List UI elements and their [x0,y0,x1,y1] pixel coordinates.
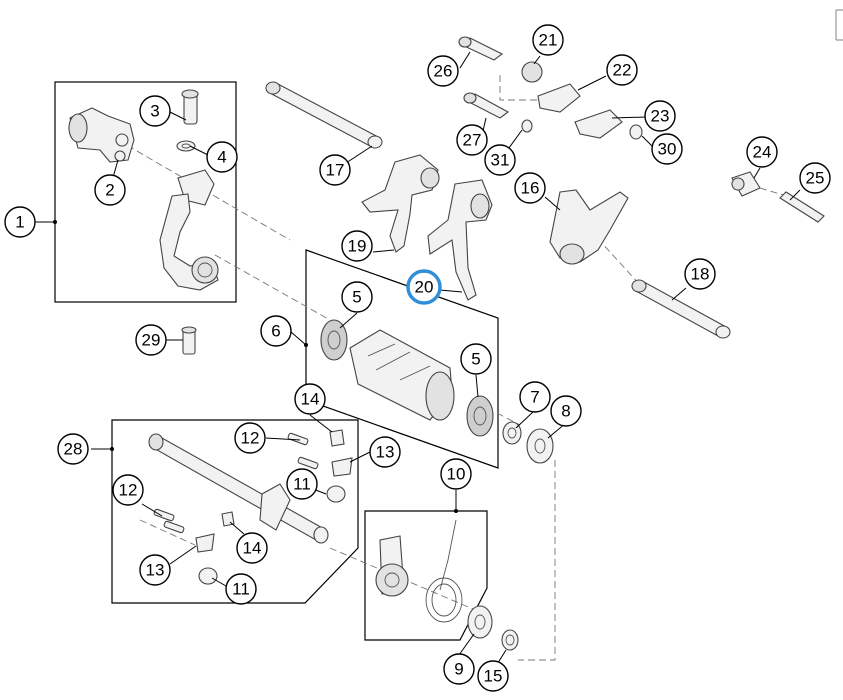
svg-text:3: 3 [150,102,159,121]
part-label-7[interactable]: 7 [519,381,551,413]
part-label-17[interactable]: 17 [319,154,351,186]
shift-drum-6 [320,319,494,437]
shift-fork-20 [427,179,493,301]
part-label-13-upper[interactable]: 13 [369,436,401,468]
svg-text:13: 13 [376,443,395,462]
svg-text:11: 11 [232,580,250,599]
svg-text:12: 12 [119,481,138,500]
part-label-28[interactable]: 28 [57,433,89,465]
svg-text:15: 15 [484,667,503,686]
part-label-25[interactable]: 25 [799,162,831,194]
svg-text:30: 30 [658,140,677,159]
svg-text:19: 19 [348,237,367,256]
svg-text:20: 20 [415,278,434,297]
part-label-2[interactable]: 2 [94,174,126,206]
part-label-11-upper[interactable]: 11 [286,468,318,500]
svg-text:29: 29 [142,331,161,350]
part-label-6[interactable]: 6 [260,315,292,347]
part-label-27[interactable]: 27 [456,124,488,156]
svg-text:14: 14 [301,390,320,409]
svg-text:8: 8 [561,402,570,421]
part-label-8[interactable]: 8 [550,395,582,427]
shift-rod-18 [631,279,731,339]
part-label-13-lower[interactable]: 13 [139,554,171,586]
part-label-18[interactable]: 18 [684,258,716,290]
svg-text:21: 21 [539,31,558,50]
shift-pedal-assembly [68,89,219,291]
svg-text:23: 23 [651,107,670,126]
part-label-16[interactable]: 16 [514,172,546,204]
svg-text:17: 17 [326,161,345,180]
upper-small-parts [458,36,643,140]
svg-text:2: 2 [105,181,114,200]
leader-lines [35,51,801,667]
svg-text:27: 27 [463,131,482,150]
shift-rod-17 [265,81,383,149]
part-label-20[interactable]: 20 [406,269,442,305]
part-label-19[interactable]: 19 [341,230,373,262]
svg-text:11: 11 [293,475,311,494]
svg-text:13: 13 [146,561,165,580]
part-label-15[interactable]: 15 [477,660,509,692]
svg-text:24: 24 [753,143,772,162]
part-label-21[interactable]: 21 [532,24,564,56]
svg-text:6: 6 [271,322,280,341]
part-label-4[interactable]: 4 [206,141,238,173]
svg-text:14: 14 [243,539,262,558]
part-label-12-upper[interactable]: 12 [234,422,266,454]
part-label-14-upper[interactable]: 14 [294,383,326,415]
svg-text:1: 1 [15,213,24,232]
svg-text:18: 18 [691,265,710,284]
shift-shaft-assembly [148,429,353,585]
svg-text:7: 7 [530,388,539,407]
svg-text:31: 31 [491,151,510,170]
part-label-22[interactable]: 22 [606,54,638,86]
shift-fork-19 [361,154,440,253]
part-label-5-upper[interactable]: 5 [341,281,373,313]
part-label-24[interactable]: 24 [746,136,778,168]
svg-text:28: 28 [64,440,83,459]
part-label-14-lower[interactable]: 14 [236,532,268,564]
svg-text:5: 5 [352,288,361,307]
part-label-23[interactable]: 23 [644,100,676,132]
svg-text:26: 26 [434,62,453,81]
washers-7-8 [502,421,554,464]
svg-text:5: 5 [471,350,480,369]
svg-text:10: 10 [447,465,466,484]
svg-text:22: 22 [613,61,632,80]
svg-text:4: 4 [217,148,226,167]
bolt-29 [181,326,197,355]
svg-text:12: 12 [241,429,260,448]
part-label-1[interactable]: 1 [4,206,36,238]
svg-text:25: 25 [806,169,825,188]
part-label-30[interactable]: 30 [651,133,683,165]
part-label-29[interactable]: 29 [135,324,167,356]
spring-assembly-10 [375,519,463,623]
washer-9-circlip-15 [467,605,519,651]
part-label-3[interactable]: 3 [139,95,171,127]
part-label-5-lower[interactable]: 5 [460,343,492,375]
svg-text:16: 16 [521,179,540,198]
part-label-12-lower[interactable]: 12 [112,474,144,506]
part-label-10[interactable]: 10 [440,458,472,490]
part-labels: 1 2 3 4 5 5 6 7 8 9 10 11 11 12 12 13 13… [4,24,831,692]
part-label-31[interactable]: 31 [484,144,516,176]
edge-fragment [835,9,843,41]
frame-group-1 [54,81,237,303]
shift-fork-16 [549,189,629,265]
part-label-26[interactable]: 26 [427,55,459,87]
part-label-11-lower[interactable]: 11 [225,573,257,605]
svg-text:9: 9 [454,660,463,679]
part-label-9[interactable]: 9 [443,653,475,685]
